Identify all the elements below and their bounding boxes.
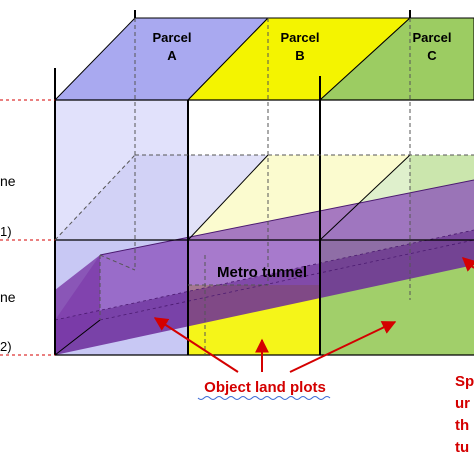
right-label-line-1: Sp: [455, 373, 474, 390]
parcel-b-title: Parcel: [280, 30, 319, 45]
object-land-plots-label: Object land plots: [204, 379, 326, 396]
right-label-line-3: th: [455, 417, 469, 434]
frame-lines: [54, 10, 474, 356]
left-lower-word: ne: [0, 289, 16, 305]
object-plots-arrows: [153, 257, 474, 373]
left-upper-sub: 1): [0, 224, 12, 239]
metro-tunnel-label: Metro tunnel: [217, 264, 307, 281]
parcel-a-title: Parcel: [152, 30, 191, 45]
parcel-a-letter: A: [167, 48, 177, 63]
right-label-line-2: ur: [455, 395, 470, 412]
parcel-c-letter: C: [427, 48, 437, 63]
hidden-edges: [54, 18, 474, 355]
left-lower-sub: 2): [0, 339, 12, 354]
parcel-b-letter: B: [295, 48, 304, 63]
parcel-c-title: Parcel: [412, 30, 451, 45]
left-upper-word: ne: [0, 173, 16, 189]
right-label-line-4: tu: [455, 439, 469, 456]
object-label-squiggle: [197, 396, 331, 400]
